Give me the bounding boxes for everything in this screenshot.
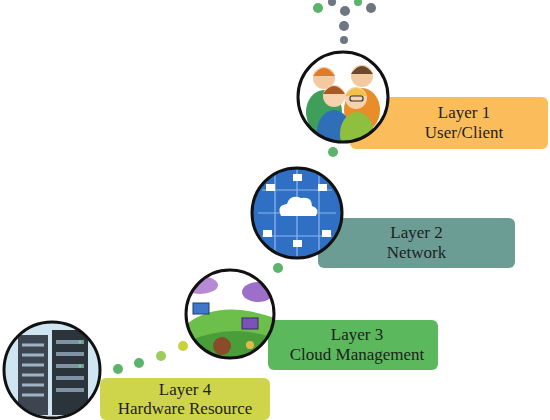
cloud-shape [279, 197, 317, 216]
device-icon [293, 240, 302, 247]
status-light [79, 341, 82, 344]
server-racks [18, 330, 88, 415]
person-head [313, 67, 335, 89]
glasses [350, 96, 363, 101]
dot-trail [113, 0, 376, 374]
computer-icon [193, 303, 209, 314]
person-body [344, 88, 380, 132]
device-icon [263, 230, 272, 237]
person-hair [351, 66, 373, 74]
network-wire [258, 170, 336, 256]
icon-ring [186, 270, 274, 358]
layer-number: Layer 3 [331, 325, 383, 345]
icon-background [186, 270, 274, 358]
trail-dot [328, 0, 336, 6]
layer-label-box: Layer 1User/Client [350, 97, 548, 149]
trail-dot [366, 3, 376, 13]
green-hill [180, 310, 280, 370]
cloud-management-icon [180, 270, 280, 370]
device-icon [293, 174, 302, 181]
trail-dot [113, 364, 123, 374]
trail-dot [340, 36, 348, 44]
status-light [79, 365, 82, 368]
network-icon [252, 168, 342, 258]
rack-slots [56, 342, 84, 390]
person-body [306, 90, 342, 134]
device-icon [266, 184, 275, 191]
bush [213, 337, 231, 355]
layer-label-box: Layer 2Network [318, 218, 515, 268]
trail-dot [340, 6, 350, 16]
layer-number: Layer 2 [390, 223, 442, 243]
layer-name: Network [387, 243, 446, 263]
person-head [345, 87, 367, 109]
layer-number: Layer 4 [159, 380, 211, 399]
person-hair [323, 86, 345, 94]
icon-background [252, 168, 342, 258]
trail-dot [156, 351, 166, 361]
green-hill [180, 331, 280, 370]
icon-background [4, 322, 100, 418]
person-hair [345, 88, 367, 96]
layer-label-box: Layer 3Cloud Management [268, 320, 438, 370]
server-rack [52, 330, 88, 415]
person-head [351, 65, 373, 87]
trail-dot [178, 341, 188, 351]
hardware-icon [4, 322, 100, 418]
trail-dot [134, 358, 144, 368]
person-body [340, 112, 374, 156]
people-group [306, 65, 380, 156]
device-icon [322, 230, 331, 237]
trail-dot [313, 3, 323, 13]
network-lines [258, 170, 336, 256]
landscape [180, 276, 280, 370]
computer-icon [242, 318, 258, 329]
icon-background [298, 52, 388, 142]
trail-dot [354, 0, 362, 6]
layer-number: Layer 1 [438, 103, 490, 123]
trail-dot [273, 263, 283, 273]
person-hair [313, 68, 335, 76]
users-icon [298, 52, 388, 156]
layer-label-box: Layer 4Hardware Resource [100, 378, 270, 420]
trail-dot [339, 21, 349, 31]
icon-ring [252, 168, 342, 258]
device-icon [318, 184, 327, 191]
purple-cloud [182, 276, 218, 294]
rack-slots [22, 345, 44, 395]
trail-dot [328, 147, 338, 157]
key-icon [246, 341, 254, 349]
icon-ring [298, 52, 388, 142]
person-body [317, 110, 351, 154]
person-head [323, 85, 345, 107]
icon-ring [4, 322, 100, 418]
purple-cloud [242, 282, 274, 302]
layer-name: User/Client [425, 123, 503, 143]
layer-name: Cloud Management [290, 345, 425, 365]
layer-name: Hardware Resource [118, 399, 253, 418]
server-rack [18, 335, 48, 415]
